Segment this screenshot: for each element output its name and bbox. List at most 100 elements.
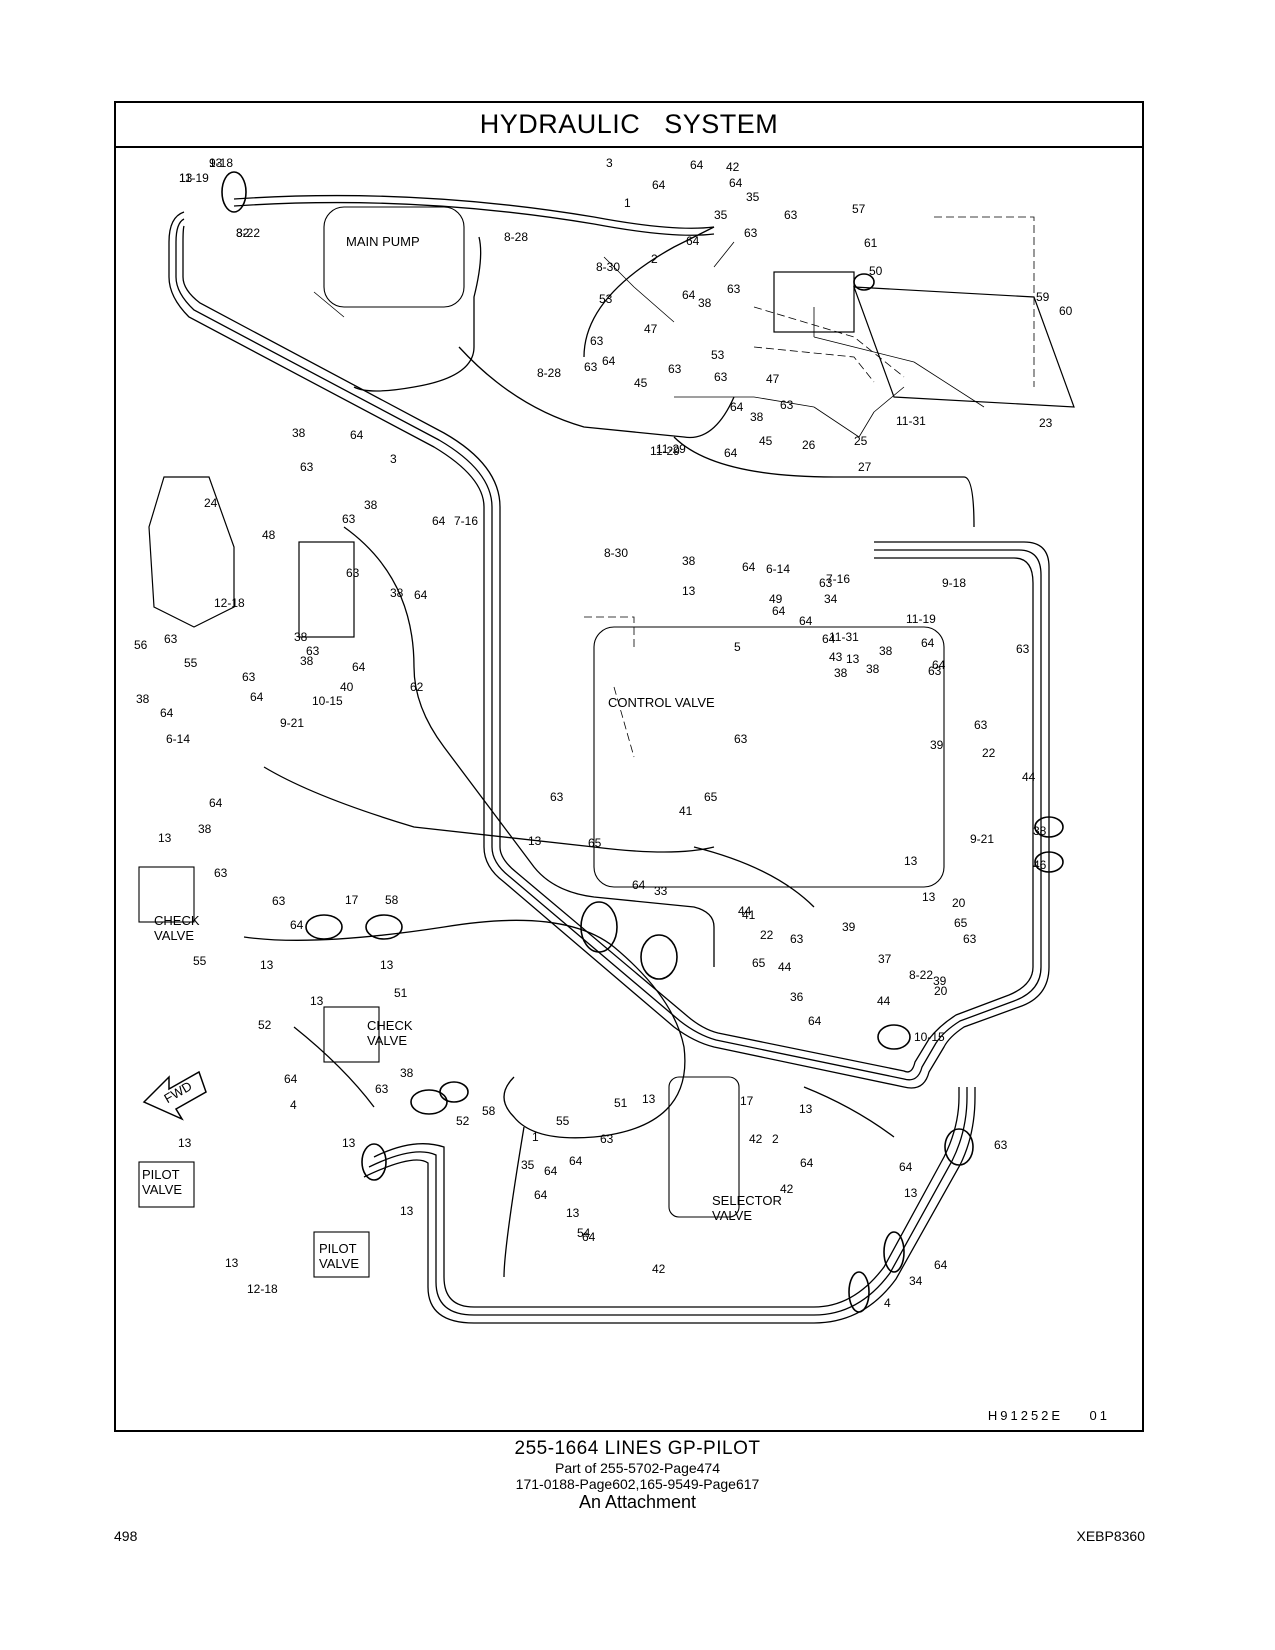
callout-53: 53 [599,292,613,306]
callout-55: 55 [556,1114,570,1128]
callout-25: 25 [854,434,868,448]
callout-64: 64 [652,178,666,192]
callout-20: 20 [952,896,966,910]
diagram-frame: HYDRAULIC SYSTEM [114,101,1144,1432]
callout-38: 38 [879,644,893,658]
callout-63: 63 [600,1132,614,1146]
drawing-id: H91252E 01 [987,1408,1110,1423]
callout-38: 38 [750,410,764,424]
page-title: HYDRAULIC SYSTEM [479,109,779,139]
clamp-13e [944,1128,974,1166]
callout-11-31: 11-31 [829,630,859,644]
callout-63: 63 [780,398,794,412]
callout-4: 4 [290,1098,297,1112]
dash-line [584,216,1035,758]
hose-5 [343,526,715,967]
callout-38: 38 [400,1066,414,1080]
callout-50: 50 [869,264,883,278]
callout-38: 38 [390,586,404,600]
clamp-13b [1034,816,1064,838]
callout-8-28: 8-28 [504,230,528,244]
doc-code: XEBP8360 [1076,1528,1146,1544]
callout-63: 63 [744,226,758,240]
hose-4 [673,436,975,528]
callout-8-30: 8-30 [604,546,628,560]
callout-62: 62 [410,680,424,694]
callout-49: 49 [769,592,783,606]
callout-5: 5 [734,640,741,654]
callout-63: 63 [727,282,741,296]
callout-38: 38 [1033,824,1047,838]
callout-51: 51 [614,1096,628,1110]
callout-55: 55 [184,656,198,670]
callout-63: 63 [928,664,942,678]
callout-51: 51 [394,986,408,1000]
clamp-13g [848,1271,870,1313]
callout-65: 65 [752,956,766,970]
clamp-13j [365,914,403,940]
callout-13: 13 [846,652,860,666]
callout-59: 59 [1036,290,1050,304]
callout-65: 65 [954,916,968,930]
clamp-13k [410,1089,448,1115]
callout-38: 38 [866,662,880,676]
hose-9 [503,1126,525,1278]
callout-8-28: 8-28 [537,366,561,380]
callout-3: 3 [606,156,613,170]
callout-58: 58 [482,1104,496,1118]
callout-38: 38 [136,692,150,706]
clamp-13d [853,273,875,291]
callout-63: 63 [346,566,360,580]
callout-34: 34 [909,1274,923,1288]
callout-12-18: 12-18 [247,1282,278,1296]
callout-63: 63 [272,894,286,908]
callout-64: 64 [432,514,446,528]
pilot-valve-1-body [138,1161,195,1208]
callout-27: 27 [858,460,872,474]
plate-23 [853,286,1075,408]
callout-35: 35 [521,1158,535,1172]
callout-32: 32 [236,226,250,240]
callout-45: 45 [759,434,773,448]
block-50 [773,271,855,333]
tube-bundle-e [233,201,715,236]
callout-13: 13 [566,1206,580,1220]
clamp-13h [361,1143,387,1181]
callout-38: 38 [682,554,696,568]
callout-64: 64 [724,446,738,460]
callout-45: 45 [634,376,648,390]
caption-references: 171-0188-Page602,165-9549-Page617 [515,1475,760,1492]
callout-64: 64 [899,1160,913,1174]
hose-2 [458,346,735,439]
callout-11-19: 11-19 [179,171,209,185]
callout-41: 41 [742,908,756,922]
callout-7-16: 7-16 [454,514,478,528]
callout-64: 64 [799,614,813,628]
tube-bundle-lower-c [363,1087,976,1324]
callout-11-29: 11-29 [650,444,680,458]
callout-13: 13 [922,890,936,904]
callout-39: 39 [933,974,947,988]
callout-13: 13 [342,1136,356,1150]
callout-64: 64 [352,660,366,674]
callout-64: 64 [290,918,304,932]
hose-3 [583,226,715,358]
callout-38: 38 [294,630,308,644]
callout-13: 13 [225,1256,239,1270]
tube-bundle-lower-b [368,1087,968,1316]
callout-8-30: 8-30 [596,260,620,274]
callout-24: 24 [204,496,218,510]
callout-64: 64 [729,176,743,190]
callout-64: 64 [730,400,744,414]
caption-part-of: Part of 255-5702-Page474 [554,1459,720,1476]
tube-bundle-a [168,211,1050,1089]
caption-attachment: An Attachment [578,1492,697,1513]
callout-52: 52 [258,1018,272,1032]
callout-64: 64 [414,588,428,602]
hose-10 [693,846,815,908]
callout-3: 3 [390,452,397,466]
callout-64: 64 [772,604,786,618]
